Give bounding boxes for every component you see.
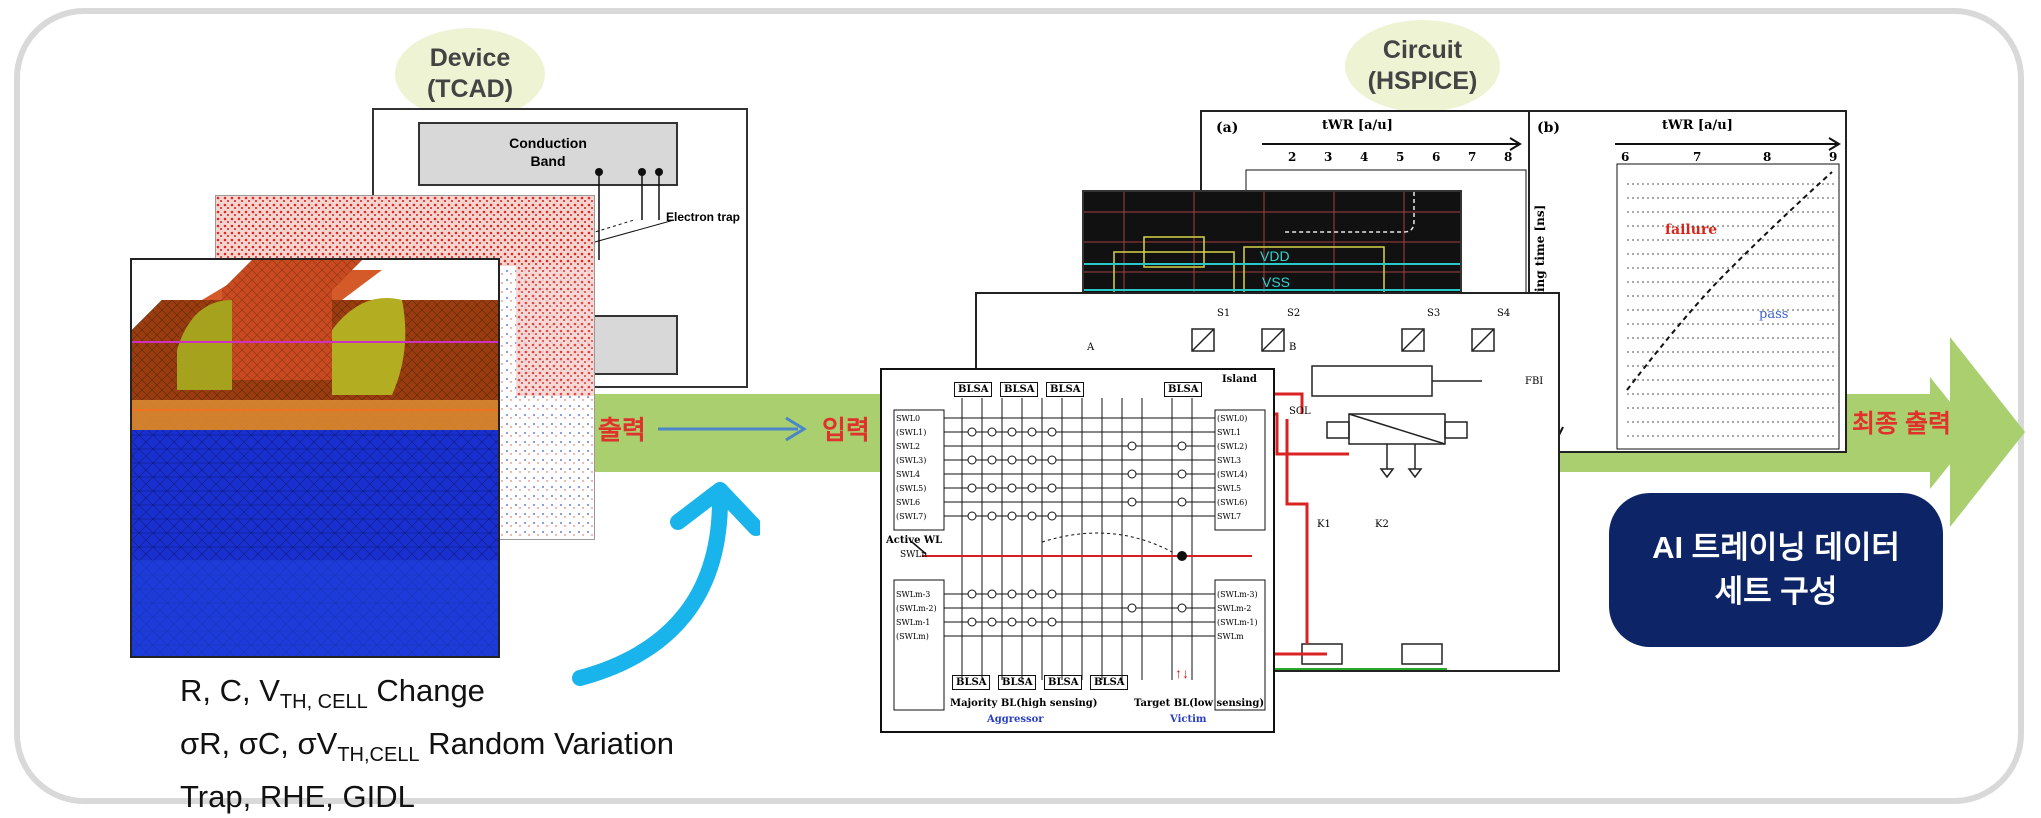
active-wl-label: Active WL xyxy=(886,535,943,546)
input-label: 입력 xyxy=(822,415,870,445)
flow-arrow-head xyxy=(1950,337,2025,527)
chart-b-axis-title: tWR [a/u] xyxy=(1662,118,1733,133)
layout-panel: VDD VSS xyxy=(1082,190,1462,308)
chart-b-plot xyxy=(1550,137,1841,450)
circuit-label: Circuit (HSPICE) xyxy=(1345,20,1500,112)
pneu-s1: S1 xyxy=(1217,308,1231,319)
aggressor-label: Aggressor xyxy=(987,714,1044,725)
chart-a-tick-5: 6 xyxy=(1432,150,1441,164)
ai-training-box: AI 트레이닝 데이터 세트 구성 xyxy=(1612,496,1940,644)
right-bottom-labels: (SWLm-3)SWLm-2(SWLm-1)SWLm xyxy=(1217,590,1258,641)
circuit-label-line1: Circuit xyxy=(1382,36,1463,64)
ai-box-line1: AI 트레이닝 데이터 xyxy=(1652,530,1900,565)
layout-drawing xyxy=(1084,192,1460,306)
pneu-k1: K1 xyxy=(1317,519,1331,530)
device-label-line2: (TCAD) xyxy=(426,75,514,103)
pneu-sol: SOL xyxy=(1289,406,1311,417)
chart-a-tick-3: 4 xyxy=(1360,150,1369,164)
blsa-bottom-3: BLSA xyxy=(1044,675,1083,690)
blsa-top-4: BLSA xyxy=(1164,382,1203,397)
param-line-3: Trap, RHE, GIDL xyxy=(180,779,415,815)
pneu-s2: S2 xyxy=(1287,308,1301,319)
param-line-2: σR, σC, σVTH,CELL Random Variation xyxy=(180,726,675,767)
parameter-list: R, C, VTH, CELL Change σR, σC, σVTH,CELL… xyxy=(180,670,674,818)
output-label: 출력 xyxy=(598,415,646,445)
final-output-label: 최종 출력 xyxy=(1852,410,1951,438)
chart-b-pass: pass xyxy=(1759,307,1789,322)
chart-a-tick-1: 2 xyxy=(1288,150,1297,164)
blsa-bottom-4: BLSA xyxy=(1090,675,1129,690)
chart-b-tick-4: 9 xyxy=(1829,150,1838,164)
layout-vss: VSS xyxy=(1262,274,1291,290)
pneu-s4: S4 xyxy=(1497,308,1511,319)
curved-arrow xyxy=(572,482,760,686)
tcad-mesh xyxy=(132,260,498,656)
conduction-band-box: Conduction Band xyxy=(418,122,678,186)
majority-label: Majority BL(high sensing) xyxy=(950,698,1098,709)
chart-a-label: (a) xyxy=(1216,120,1239,136)
tcad-device-3d xyxy=(130,258,500,658)
device-label-line1: Device xyxy=(429,44,511,72)
target-label: Target BL(low sensing) xyxy=(1134,698,1265,709)
right-row-labels: (SWL0)SWL1(SWL2)SWL3 (SWL4)SWL5(SWL6)SWL… xyxy=(1217,414,1248,521)
ai-box-line2: 세트 구성 xyxy=(1714,574,1838,609)
pneu-b: B xyxy=(1289,342,1297,353)
chart-a-tick-6: 7 xyxy=(1468,150,1477,164)
device-label: Device (TCAD) xyxy=(395,28,545,120)
layout-vdd: VDD xyxy=(1260,248,1290,264)
pneu-s3: S3 xyxy=(1427,308,1441,319)
electron-trap-label: Electron trap xyxy=(666,210,741,224)
flow-small-arrow xyxy=(658,416,807,442)
pneu-fbi: FBI xyxy=(1525,376,1544,387)
param-line-1: R, C, VTH, CELL Change xyxy=(180,673,485,714)
chart-a-tick-7: 8 xyxy=(1504,150,1513,164)
left-row-labels: SWL0(SWL1)SWL2(SWL3) SWL4(SWL5)SWL6(SWL7… xyxy=(896,414,927,521)
chart-b-panel: (b) tWR [a/u] 6 7 8 9 ing time [ns] fail… xyxy=(1525,110,1847,453)
chart-b-tick-3: 8 xyxy=(1763,150,1772,164)
chart-a-axis-title: tWR [a/u] xyxy=(1322,118,1393,133)
blsa-bottom-2: BLSA xyxy=(998,675,1037,690)
chart-a-tick-4: 5 xyxy=(1396,150,1405,164)
circuit-label-line2: (HSPICE) xyxy=(1367,67,1478,95)
chart-b-tick-2: 7 xyxy=(1693,150,1702,164)
chart-b-tick-1: 6 xyxy=(1621,150,1630,164)
victim-label: Victim xyxy=(1170,714,1207,725)
dram-array-panel: BLSA BLSA BLSA BLSA Island Active WL SWL… xyxy=(880,368,1275,733)
dram-array-grid xyxy=(893,398,1266,711)
target-arrows: ↑↓ xyxy=(1175,665,1189,681)
chart-b-label: (b) xyxy=(1537,120,1561,136)
chart-a-tick-2: 3 xyxy=(1324,150,1333,164)
pneu-k2: K2 xyxy=(1375,519,1389,530)
pneu-a: A xyxy=(1087,342,1095,353)
blsa-top-2: BLSA xyxy=(1000,382,1039,397)
island-label: Island xyxy=(1222,374,1257,385)
blsa-top-1: BLSA xyxy=(954,382,993,397)
chart-b-failure: failure xyxy=(1665,222,1718,238)
blsa-bottom-1: BLSA xyxy=(952,675,991,690)
blsa-top-3: BLSA xyxy=(1046,382,1085,397)
left-bottom-labels: SWLm-3(SWLm-2)SWLm-1(SWLm) xyxy=(896,590,937,641)
chart-b-ylabel: ing time [ns] xyxy=(1533,204,1547,292)
swln-label: SWLn xyxy=(900,550,928,560)
